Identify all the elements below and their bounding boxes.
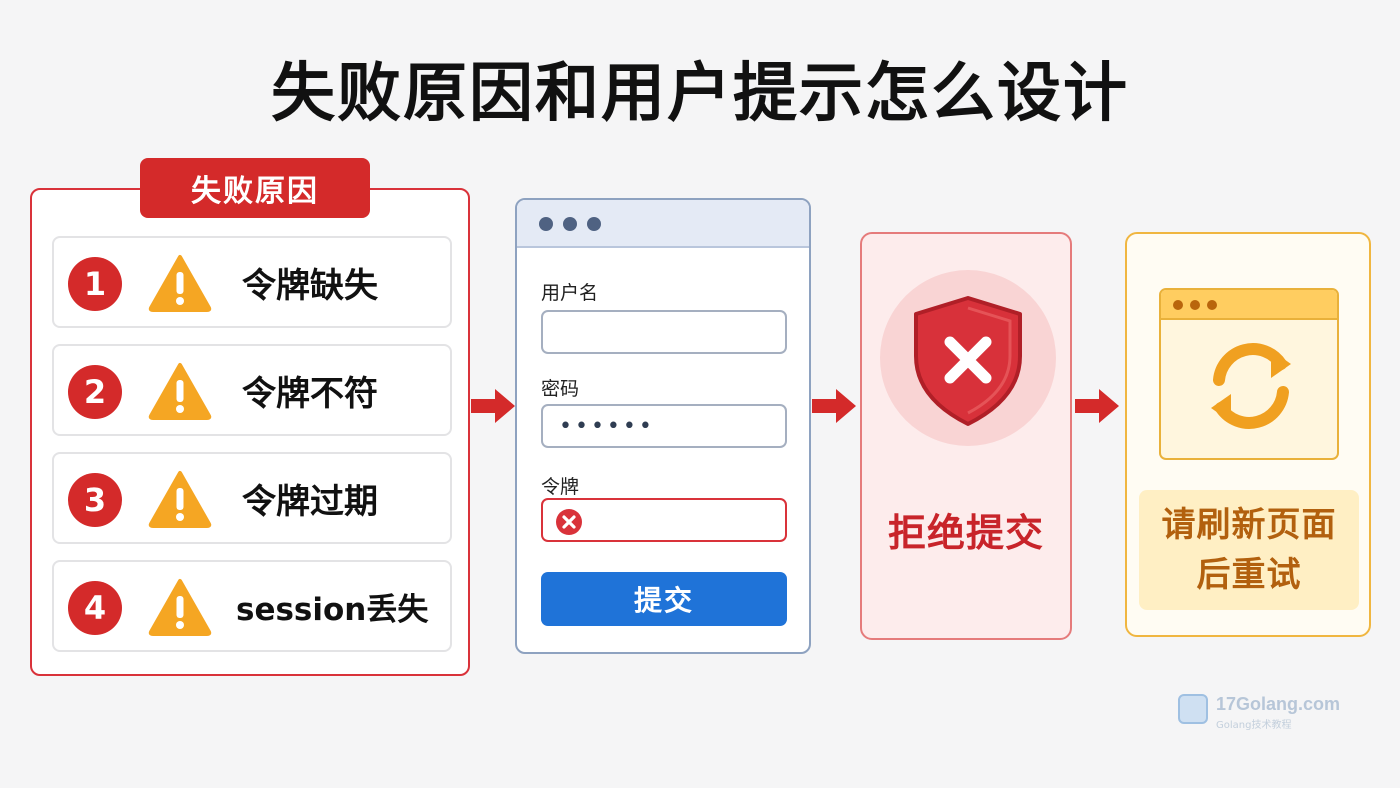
browser-window bbox=[1159, 288, 1339, 460]
refresh-message: 请刷新页面后重试 bbox=[1161, 505, 1337, 595]
page-title: 失败原因和用户提示怎么设计 bbox=[271, 57, 1129, 131]
refresh-card: 请刷新页面后重试 bbox=[1125, 232, 1371, 637]
reason-item: 4 session丢失 bbox=[52, 560, 452, 652]
token-label: 令牌 bbox=[541, 476, 580, 498]
shield-x-icon bbox=[914, 296, 1022, 426]
failure-reasons-panel: 失败原因 1 令牌缺失 2 令牌不符 3 令牌过期 4 bbox=[30, 158, 470, 676]
password-mask: •••••• bbox=[559, 414, 655, 439]
password-input[interactable]: •••••• bbox=[541, 404, 787, 448]
window-titlebar bbox=[517, 200, 809, 248]
error-icon bbox=[556, 509, 582, 535]
arrow-right-icon bbox=[812, 389, 856, 423]
refresh-message-box: 请刷新页面后重试 bbox=[1139, 490, 1359, 610]
reasons-header: 失败原因 bbox=[140, 158, 370, 218]
window-dot-icon bbox=[1190, 300, 1200, 310]
site-logo-icon bbox=[1178, 694, 1208, 724]
password-label: 密码 bbox=[541, 378, 580, 400]
reason-number-badge: 2 bbox=[68, 365, 122, 419]
reason-label: 令牌过期 bbox=[242, 481, 378, 522]
username-label: 用户名 bbox=[541, 282, 599, 304]
username-input[interactable] bbox=[541, 310, 787, 354]
watermark-subtext: Golang技术教程 bbox=[1216, 720, 1292, 731]
reason-label: 令牌不符 bbox=[242, 373, 378, 414]
arrow-right-icon bbox=[471, 389, 515, 423]
window-dot-icon bbox=[587, 217, 601, 231]
reason-item: 3 令牌过期 bbox=[52, 452, 452, 544]
reason-number-badge: 1 bbox=[68, 257, 122, 311]
warning-icon bbox=[148, 579, 212, 636]
window-dot-icon bbox=[1173, 300, 1183, 310]
window-dot-icon bbox=[539, 217, 553, 231]
reason-item: 1 令牌缺失 bbox=[52, 236, 452, 328]
window-dot-icon bbox=[563, 217, 577, 231]
browser-titlebar bbox=[1161, 290, 1337, 320]
login-form-window: 用户名 密码 •••••• 令牌 提交 bbox=[515, 198, 811, 654]
watermark-text: 17Golang.com bbox=[1216, 694, 1341, 714]
submit-button[interactable]: 提交 bbox=[541, 572, 787, 626]
reason-item: 2 令牌不符 bbox=[52, 344, 452, 436]
reason-number-badge: 4 bbox=[68, 581, 122, 635]
window-dot-icon bbox=[1207, 300, 1217, 310]
refresh-icon bbox=[1211, 343, 1291, 429]
reason-label: 令牌缺失 bbox=[242, 265, 378, 306]
warning-icon bbox=[148, 255, 212, 312]
reject-label: 拒绝提交 bbox=[887, 511, 1044, 555]
reject-card: 拒绝提交 bbox=[860, 232, 1072, 640]
warning-icon bbox=[148, 471, 212, 528]
reason-number-badge: 3 bbox=[68, 473, 122, 527]
token-input[interactable] bbox=[541, 498, 787, 542]
arrow-right-icon bbox=[1075, 389, 1119, 423]
reason-label: session丢失 bbox=[236, 591, 429, 628]
watermark: 17Golang.com Golang技术教程 bbox=[1178, 692, 1378, 732]
shield-background bbox=[880, 270, 1056, 446]
warning-icon bbox=[148, 363, 212, 420]
